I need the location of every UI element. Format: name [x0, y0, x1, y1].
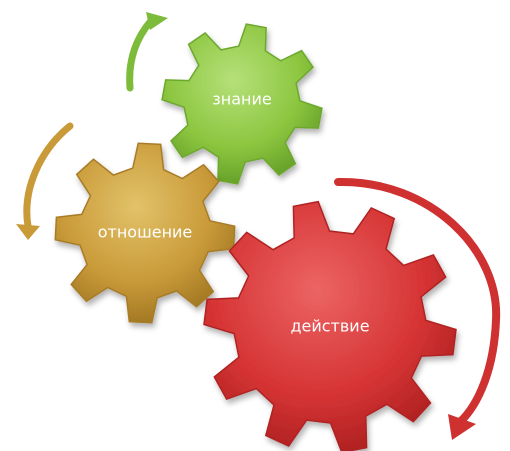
gear-attitude: отношение: [54, 142, 236, 324]
arrow-gold: [16, 122, 74, 240]
gear-action-label: действие: [290, 317, 369, 336]
gear-knowledge: знание: [161, 23, 323, 185]
arrow-green: [126, 12, 168, 92]
gear-action-shape: [203, 200, 457, 451]
arrow-red: [334, 177, 501, 440]
gear-action: действие: [203, 200, 457, 451]
gear-knowledge-shape: [161, 23, 323, 185]
gear-attitude-shape: [54, 142, 236, 324]
gear-knowledge-label: знание: [212, 90, 271, 109]
gear-attitude-label: отношение: [98, 223, 193, 242]
